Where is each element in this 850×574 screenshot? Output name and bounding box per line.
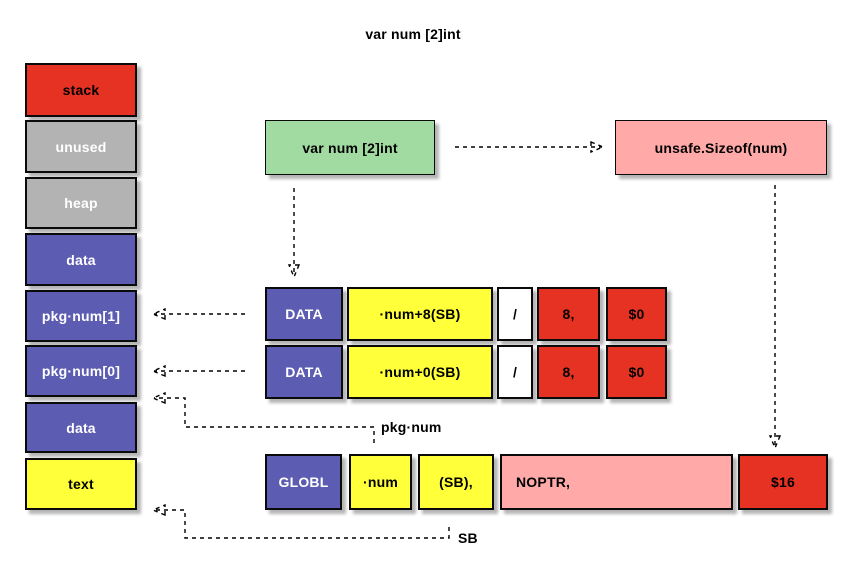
memory-segment-pkg-num-0: pkg·num[0] xyxy=(25,345,137,397)
data-row2-directive: DATA xyxy=(265,345,343,399)
globl-row-base: (SB), xyxy=(418,454,494,510)
memory-segment-data-2: data xyxy=(25,402,137,453)
globl-row-directive: GLOBL xyxy=(265,454,342,510)
memory-segment-heap: heap xyxy=(25,177,137,229)
diagram-title: var num [2]int xyxy=(365,26,461,42)
data-row2-symbol: ·num+0(SB) xyxy=(347,345,493,399)
source-declaration-box: var num [2]int xyxy=(265,120,435,175)
globl-row-symbol: ·num xyxy=(349,454,412,510)
data-row2-separator: / xyxy=(497,345,533,399)
memory-segment-text: text xyxy=(25,458,137,510)
globl-row-flags: NOPTR, xyxy=(500,454,733,510)
memory-segment-unused: unused xyxy=(25,120,137,173)
data-row2-value: $0 xyxy=(606,345,667,399)
data-row2-size: 8, xyxy=(537,345,600,399)
memory-segment-stack: stack xyxy=(25,63,137,117)
memory-segment-data: data xyxy=(25,233,137,286)
data-row1-separator: / xyxy=(497,287,533,341)
data-row1-symbol: ·num+8(SB) xyxy=(347,287,493,341)
memory-segment-pkg-num-1: pkg·num[1] xyxy=(25,290,137,342)
unsafe-sizeof-box: unsafe.Sizeof(num) xyxy=(615,120,827,175)
globl-row-size: $16 xyxy=(738,454,828,510)
arrow-sb-to-text-segment xyxy=(154,510,450,539)
data-row1-directive: DATA xyxy=(265,287,343,341)
data-row1-value: $0 xyxy=(606,287,667,341)
sb-annotation: SB xyxy=(458,530,478,546)
data-row1-size: 8, xyxy=(537,287,600,341)
arrow-pkg-num-to-data-segment xyxy=(154,398,375,443)
pkg-num-annotation: pkg·num xyxy=(381,419,442,435)
